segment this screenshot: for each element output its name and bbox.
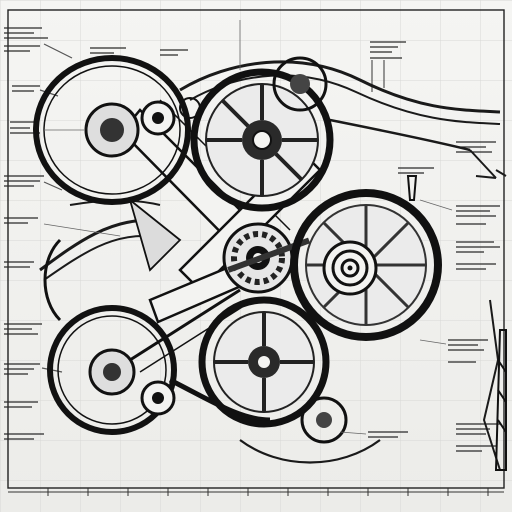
frame-tubes	[39, 60, 507, 471]
annotation-top-left	[4, 27, 73, 59]
annotation-top-center	[90, 47, 188, 56]
leader-lines	[43, 20, 453, 435]
annotation-left-middle	[4, 175, 63, 268]
annotation-left-lower	[4, 323, 63, 440]
small-gear-icon	[179, 56, 348, 444]
border-ruler	[8, 488, 504, 496]
sheet-border	[7, 9, 505, 489]
annotation-right-middle	[398, 167, 500, 270]
side-tower	[406, 175, 507, 471]
lower-wheel-icon	[198, 296, 330, 428]
annotation-blocks	[4, 27, 500, 452]
pulley-icon	[84, 100, 176, 416]
gear-icon	[222, 222, 311, 294]
wheel-icon	[190, 68, 334, 212]
annotation-right-lower	[368, 339, 500, 452]
coil-spring-icon	[290, 189, 442, 341]
